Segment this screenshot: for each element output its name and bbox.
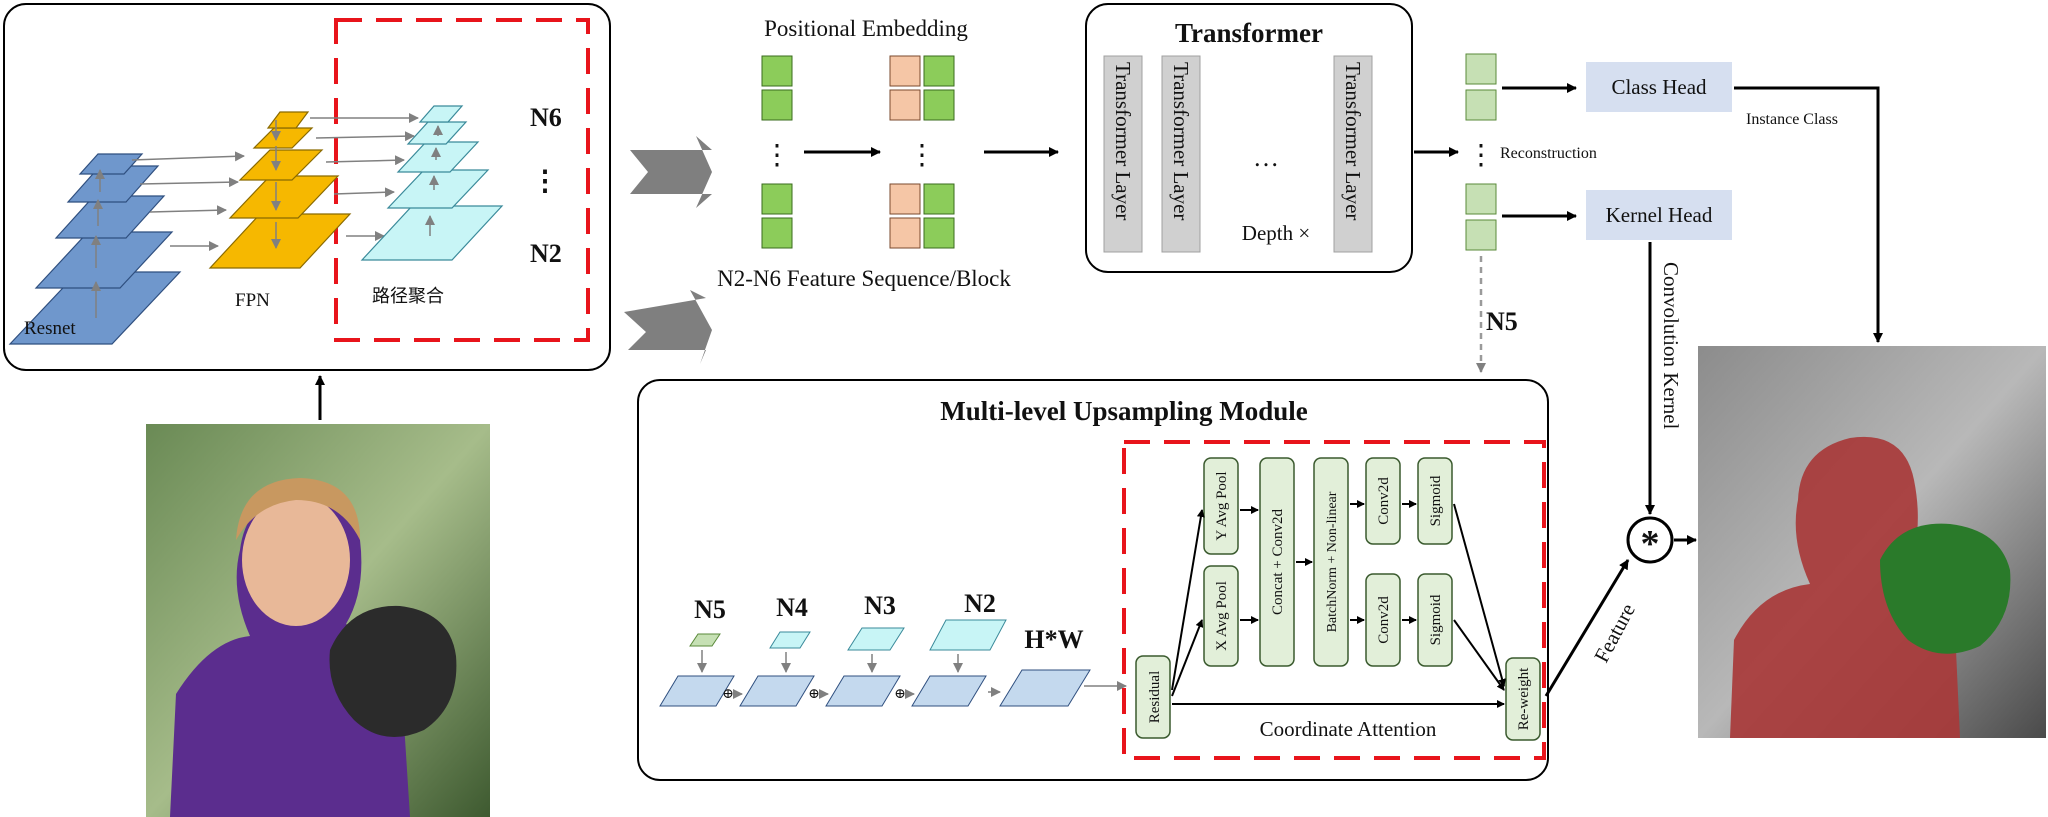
transformer-layer-2: Transformer Layer [1161,55,1201,253]
sequence-tokens [761,55,793,249]
embedded-tokens [889,55,955,249]
transformer-ellipsis: … [1253,143,1279,172]
upsampling-section: Multi-level Upsampling Module N5 N4 N3 N… [637,379,1549,781]
svg-text:Residual: Residual [1147,671,1163,724]
feature-arrow [1544,559,1630,697]
level-n4-label: N4 [776,593,808,622]
output-section: ⋮ Reconstruction Class Head Kernel Head … [1465,53,1883,565]
svg-text:Conv2d: Conv2d [1376,596,1392,644]
embedding-caption: N2-N6 Feature Sequence/Block [717,266,1011,291]
svg-text:⊕: ⊕ [808,687,820,702]
conv-bottom-block [1365,573,1401,667]
n5-branch-label: N5 [1486,307,1518,336]
glove-mask [1880,523,2011,654]
level-n3-label: N3 [864,591,896,620]
coordinate-attention-label: Coordinate Attention [1260,717,1437,741]
embedding-title: Positional Embedding [764,16,968,41]
residual-block [1135,655,1171,739]
svg-text:Y Avg Pool: Y Avg Pool [1214,471,1230,540]
svg-text:Re-weight: Re-weight [1516,667,1532,730]
kernel-head-label: Kernel Head [1606,203,1713,227]
ca-arrows [1171,500,1507,708]
instance-class-label: Instance Class [1746,111,1838,128]
level-top-label: N6 [530,103,562,132]
reweight-block [1505,657,1541,741]
conv-operator [1626,516,1674,564]
svg-text:⊕: ⊕ [722,687,734,702]
svg-text:⊕: ⊕ [894,687,906,702]
class-path-arrow [1734,86,1883,343]
level-bottom-label: N2 [530,239,562,268]
svg-text:X Avg Pool: X Avg Pool [1214,581,1230,651]
hair [236,478,360,540]
pan-up-arrows [425,125,443,236]
merge-arrows [733,681,1127,699]
svg-text:BatchNorm + Non-linear: BatchNorm + Non-linear [1325,491,1340,632]
transformer-layer-1: Transformer Layer [1103,55,1143,253]
fpn-label: FPN [235,290,270,311]
convolution-kernel-label: Convolution Kernel [1659,262,1683,430]
svg-text:Sigmoid: Sigmoid [1428,475,1444,526]
output-ellipsis: ⋮ [1467,140,1495,171]
bn-nonlinear-block [1313,457,1349,667]
person-mask [1730,436,1960,738]
reconstruction-label: Reconstruction [1500,145,1597,162]
svg-text:Transformer Layer: Transformer Layer [1341,62,1365,220]
kernel-head-box [1586,190,1732,240]
concat-conv-block [1259,457,1295,667]
big-arrow-to-embedding [630,136,712,208]
conv-operator-symbol: * [1641,523,1660,565]
sequence-ellipsis: ⋮ [763,140,791,171]
backbone-panel: Resnet FPN [3,3,611,371]
embedding-section: Positional Embedding ⋮ ⋮ N2-N6 Feature S… [717,16,1059,291]
svg-text:Concat + Conv2d: Concat + Conv2d [1270,509,1286,615]
segmentation-output-image [1698,346,2046,738]
pan-dashed-frame [334,18,590,342]
svg-text:Sigmoid: Sigmoid [1428,594,1444,645]
resnet-fpn-arrows [131,151,245,251]
transformer-section: Transformer Transformer Layer Transforme… [1085,3,1459,273]
face [242,494,350,626]
embedded-ellipsis: ⋮ [908,140,936,171]
level-n2-label: N2 [964,589,996,618]
class-head-label: Class Head [1611,75,1707,99]
ca-blocks [1135,457,1541,741]
resnet-up-arrows [91,169,105,318]
y-avg-pool-block [1203,457,1239,555]
sigmoid-top-block [1417,457,1453,545]
pan-stack [360,105,504,261]
sigmoid-bottom-block [1417,573,1453,667]
conv-top-block [1365,457,1401,545]
output-tokens [1465,53,1497,251]
ca-block-labels: Residual Y Avg Pool X Avg Pool Concat + … [1147,471,1532,730]
level-n5-label: N5 [694,595,726,624]
coordinate-attention-frame [1122,440,1546,760]
class-head-box [1586,62,1732,112]
upsampling-input-planes [689,619,1007,651]
pan-label: 路径聚合 [372,286,444,306]
depth-label: Depth × [1242,221,1310,245]
merge-plus-symbols: ⊕ ⊕ ⊕ [722,687,906,702]
upsampling-down-arrows [697,650,963,673]
big-arrow-to-upsampling [624,290,712,364]
svg-text:Transformer Layer: Transformer Layer [1111,62,1135,220]
svg-text:Transformer Layer: Transformer Layer [1169,62,1193,220]
transformer-title: Transformer [1175,18,1323,48]
resnet-label: Resnet [24,318,76,339]
output-size-label: H*W [1024,625,1083,654]
upsampling-merge-planes [659,669,1091,707]
person-shirt [170,489,410,817]
fpn-pan-arrows [310,113,419,241]
svg-text:Conv2d: Conv2d [1376,477,1392,525]
x-avg-pool-block [1203,565,1239,667]
transformer-layer-n: Transformer Layer [1333,55,1373,253]
input-image [146,424,490,817]
level-ellipsis: ⋮ [531,166,559,197]
upsampling-title: Multi-level Upsampling Module [940,396,1308,426]
glove [329,605,457,738]
